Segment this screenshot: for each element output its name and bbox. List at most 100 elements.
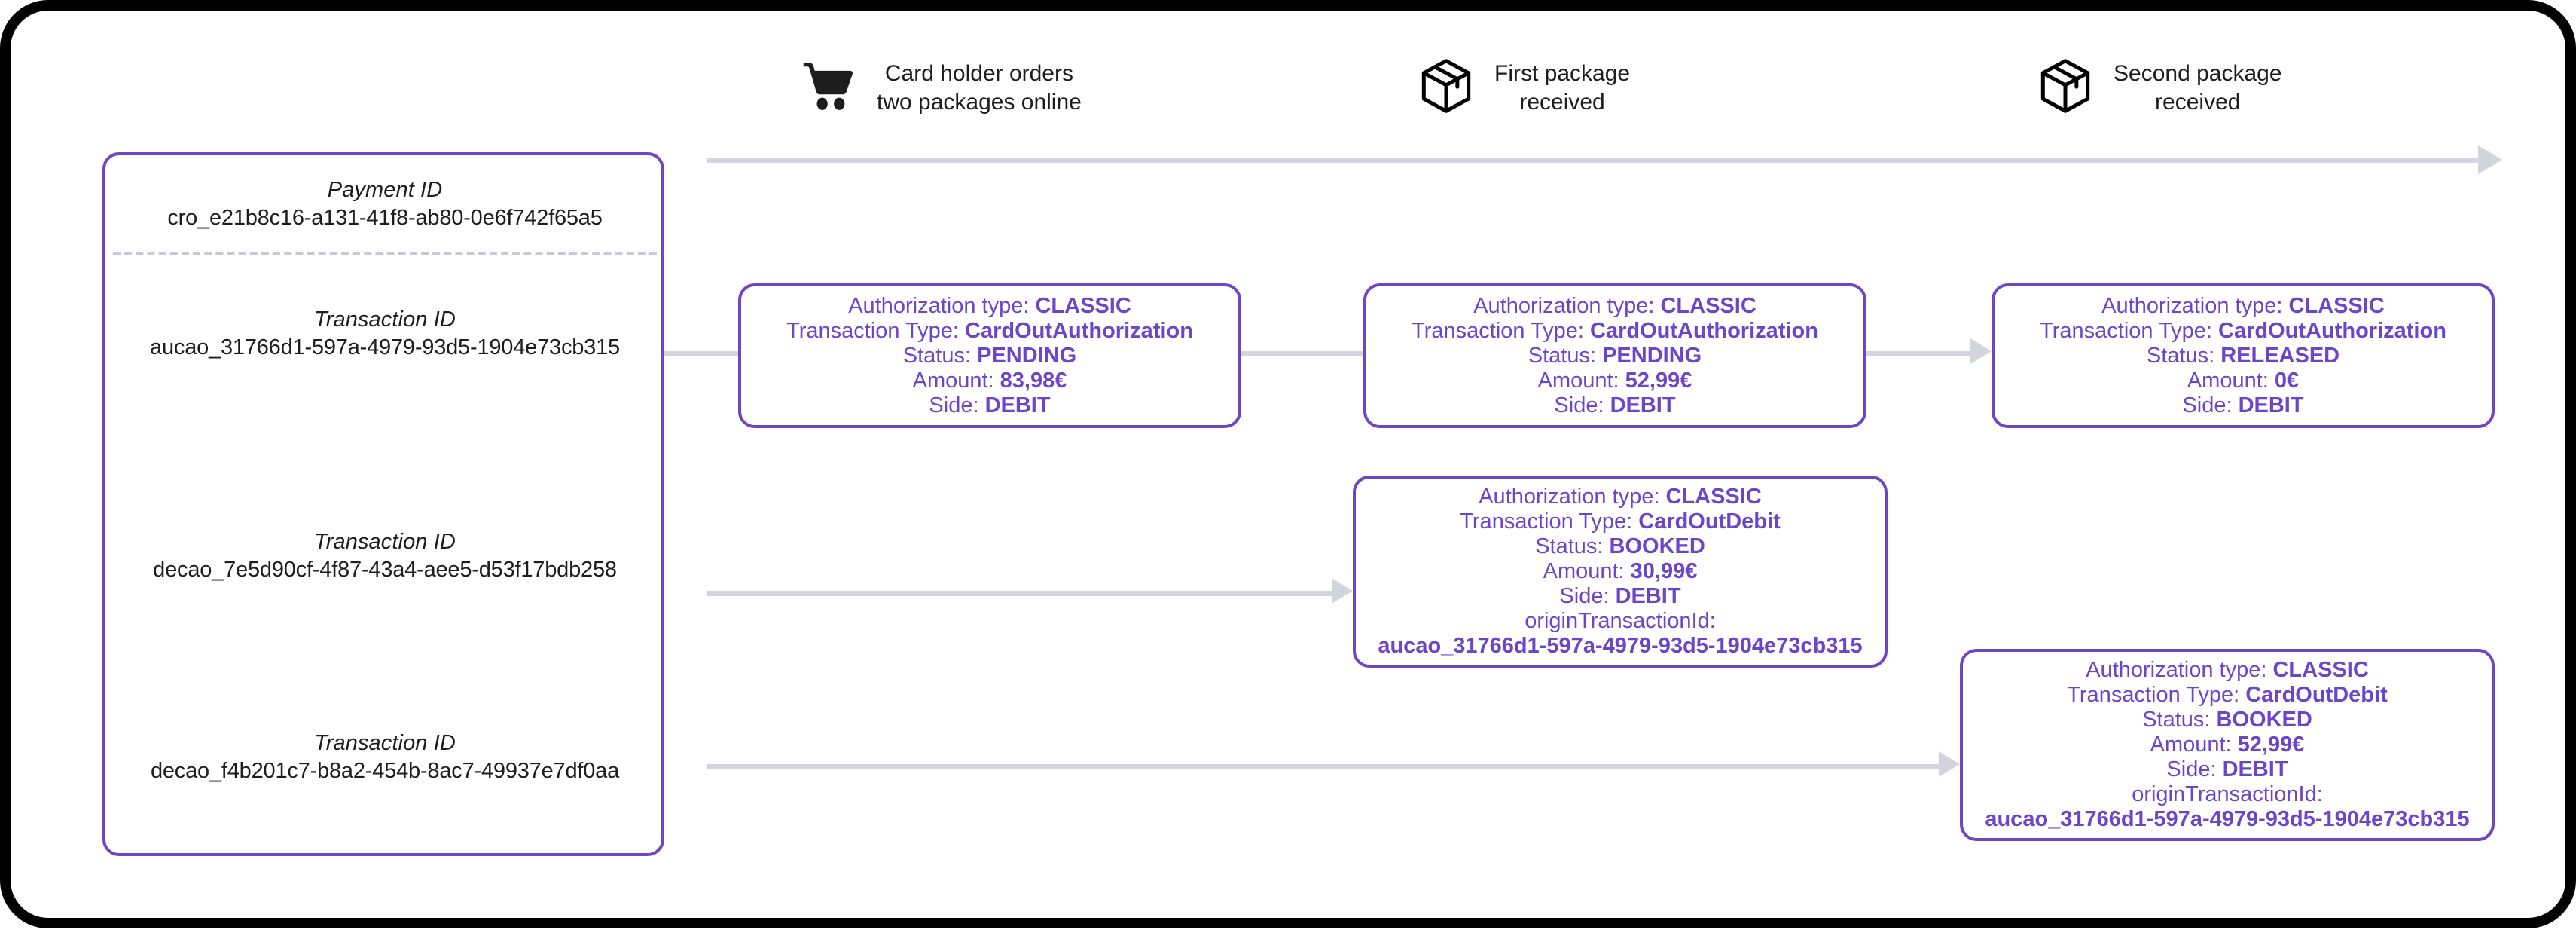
transaction-id-label: Transaction ID	[314, 530, 456, 554]
amount-value: 52,99€	[2237, 733, 2305, 757]
authorization-type-label: Authorization type:	[2101, 293, 2289, 318]
authorization-type-value: CLASSIC	[2272, 658, 2369, 682]
transaction-id-value: aucao_31766d1-597a-4979-93d5-1904e73cb31…	[150, 335, 620, 359]
amount-row: Amount: 83,98€	[913, 369, 1067, 393]
payment-id-label: Payment ID	[327, 178, 443, 202]
status-row: Status: PENDING	[1528, 344, 1702, 369]
status-row: Status: RELEASED	[2147, 344, 2339, 369]
authorization-type-label: Authorization type:	[1479, 485, 1666, 509]
transaction-id-block-3: Transaction ID decao_f4b201c7-b8a2-454b-…	[125, 729, 645, 785]
transaction-type-label: Transaction Type:	[2067, 683, 2246, 707]
amount-label: Amount:	[2150, 733, 2238, 757]
origin-transaction-id-value: aucao_31766d1-597a-4979-93d5-1904e73cb31…	[1378, 634, 1863, 658]
side-value: DEBIT	[1615, 584, 1681, 608]
transaction-id-value: decao_7e5d90cf-4f87-43a4-aee5-d53f17bdb2…	[153, 558, 617, 582]
authorization-type-value: CLASSIC	[1035, 293, 1131, 318]
status-row: Status: BOOKED	[2142, 708, 2312, 733]
connector-panel-to-auth1	[664, 351, 740, 356]
transaction-type-label: Transaction Type:	[1412, 318, 1591, 343]
timeline-milestone-label: Card holder orders two packages online	[877, 60, 1082, 115]
authorization-type-value: CLASSIC	[1665, 485, 1762, 509]
amount-row: Amount: 52,99€	[1538, 369, 1692, 393]
timeline-milestone-1: Card holder orders two packages online	[800, 57, 1082, 118]
status-badge: BOOKED	[2216, 708, 2312, 732]
side-value: DEBIT	[1610, 393, 1676, 418]
transaction-type-value: CardOutAuthorization	[1590, 318, 1818, 343]
transaction-type-row: Transaction Type: CardOutAuthorization	[1412, 319, 1818, 344]
transaction-id-block-2: Transaction ID decao_7e5d90cf-4f87-43a4-…	[125, 528, 645, 584]
transaction-card-auth-3[interactable]: Authorization type: CLASSIC Transaction …	[1992, 283, 2495, 428]
side-label: Side:	[1554, 393, 1610, 418]
side-row: Side: DEBIT	[1554, 393, 1675, 418]
transaction-id-label: Transaction ID	[314, 307, 456, 332]
transaction-type-row: Transaction Type: CardOutAuthorization	[786, 319, 1193, 344]
amount-value: 52,99€	[1625, 368, 1692, 393]
transaction-card-auth-1[interactable]: Authorization type: CLASSIC Transaction …	[738, 283, 1241, 428]
status-row: Status: BOOKED	[1535, 534, 1705, 559]
package-box-icon	[1418, 57, 1475, 118]
transaction-type-value: CardOutDebit	[2245, 683, 2388, 707]
amount-label: Amount:	[912, 368, 1000, 393]
status-badge: BOOKED	[1609, 534, 1705, 558]
connector-panel-to-debit2	[707, 764, 1939, 769]
authorization-type-value: CLASSIC	[2288, 293, 2385, 318]
status-label: Status:	[1528, 343, 1603, 368]
arrowhead-icon	[1332, 578, 1353, 604]
amount-label: Amount:	[1537, 368, 1625, 393]
amount-row: Amount: 0€	[2187, 369, 2299, 393]
transaction-card-debit-1[interactable]: Authorization type: CLASSIC Transaction …	[1353, 476, 1888, 668]
side-row: Side: DEBIT	[2166, 757, 2288, 782]
timeline-arrowhead-icon	[2478, 145, 2502, 174]
transaction-type-value: CardOutDebit	[1638, 509, 1781, 534]
package-box-icon	[2037, 57, 2094, 118]
panel-divider	[113, 252, 657, 255]
side-label: Side:	[2182, 393, 2239, 418]
timeline-milestone-label: First package received	[1494, 60, 1631, 115]
origin-transaction-id-value: aucao_31766d1-597a-4979-93d5-1904e73cb31…	[1985, 807, 2470, 831]
timeline-milestone-2: First package received	[1418, 57, 1630, 118]
arrowhead-icon	[1970, 338, 1992, 364]
transaction-type-row: Transaction Type: CardOutDebit	[2067, 683, 2387, 708]
amount-value: 30,99€	[1630, 559, 1698, 583]
status-label: Status:	[2146, 343, 2221, 368]
status-badge: PENDING	[977, 343, 1077, 368]
transaction-type-row: Transaction Type: CardOutDebit	[1460, 509, 1780, 534]
connector-auth1-to-auth2	[1241, 351, 1363, 356]
transaction-card-debit-2[interactable]: Authorization type: CLASSIC Transaction …	[1960, 649, 2495, 841]
identifiers-panel: Payment ID cro_e21b8c16-a131-41f8-ab80-0…	[102, 152, 664, 856]
amount-value: 83,98€	[1000, 368, 1067, 393]
transaction-id-block-1: Transaction ID aucao_31766d1-597a-4979-9…	[125, 306, 645, 362]
origin-transaction-id-label: originTransactionId:	[2132, 782, 2323, 806]
side-row: Side: DEBIT	[1559, 584, 1680, 609]
amount-row: Amount: 52,99€	[2150, 733, 2305, 757]
arrowhead-icon	[1939, 751, 1960, 777]
transaction-card-auth-2[interactable]: Authorization type: CLASSIC Transaction …	[1363, 283, 1866, 428]
authorization-type-row: Authorization type: CLASSIC	[2086, 658, 2369, 683]
authorization-type-row: Authorization type: CLASSIC	[1473, 294, 1757, 319]
diagram-canvas: Payment ID cro_e21b8c16-a131-41f8-ab80-0…	[11, 11, 2576, 939]
status-label: Status:	[902, 343, 978, 368]
authorization-type-row: Authorization type: CLASSIC	[848, 294, 1131, 319]
transaction-id-value: decao_f4b201c7-b8a2-454b-8ac7-49937e7df0…	[150, 759, 620, 783]
timeline-axis	[707, 158, 2480, 163]
transaction-type-label: Transaction Type:	[2040, 318, 2219, 343]
payment-id-value: cro_e21b8c16-a131-41f8-ab80-0e6f742f65a5	[167, 206, 603, 230]
shopping-cart-icon	[800, 57, 857, 118]
amount-row: Amount: 30,99€	[1543, 559, 1698, 584]
side-row: Side: DEBIT	[929, 393, 1050, 418]
side-label: Side:	[2166, 757, 2223, 781]
authorization-type-label: Authorization type:	[2086, 658, 2273, 682]
side-value: DEBIT	[2238, 393, 2304, 418]
timeline-milestone-label: Second package received	[2114, 60, 2282, 115]
payment-id-block: Payment ID cro_e21b8c16-a131-41f8-ab80-0…	[125, 176, 645, 232]
transaction-type-label: Transaction Type:	[1460, 509, 1639, 534]
status-label: Status:	[1535, 534, 1610, 558]
authorization-type-label: Authorization type:	[848, 293, 1036, 318]
connector-panel-to-debit1	[707, 591, 1332, 596]
status-label: Status:	[2142, 708, 2217, 732]
amount-label: Amount:	[1543, 559, 1631, 583]
authorization-type-value: CLASSIC	[1660, 293, 1757, 318]
status-row: Status: PENDING	[903, 344, 1076, 369]
transaction-type-value: CardOutAuthorization	[2218, 318, 2446, 343]
